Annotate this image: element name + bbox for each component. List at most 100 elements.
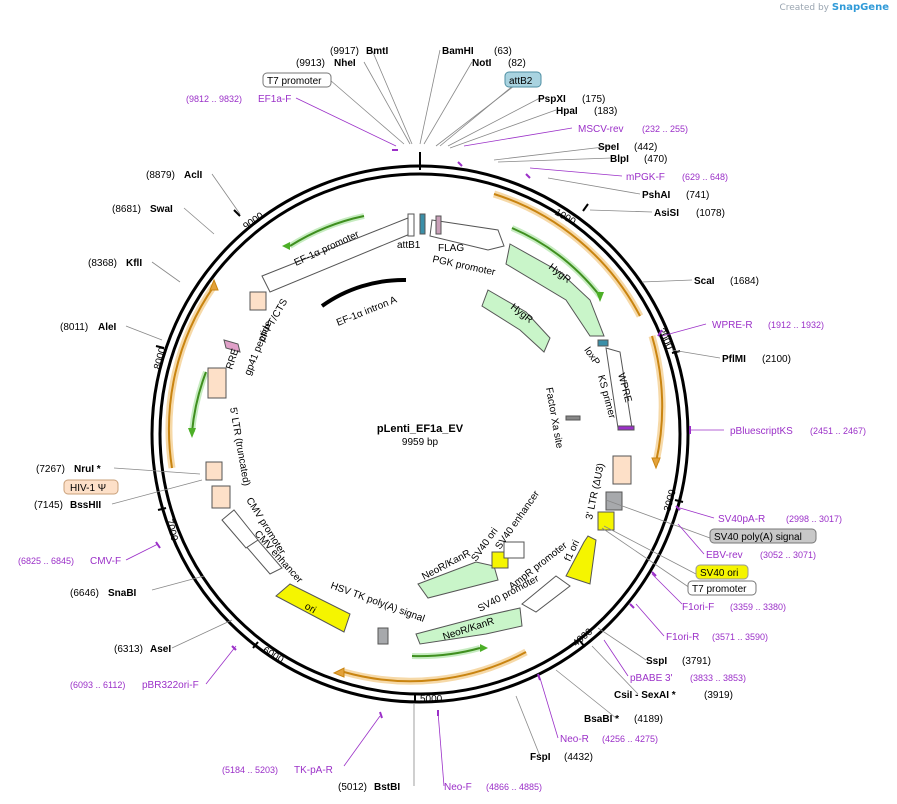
tick-marks — [155, 203, 684, 702]
arc-green-line-2 — [289, 215, 365, 247]
site-nhei-pos: (9913) — [296, 58, 325, 69]
site-pshai: PshAI — [642, 190, 671, 201]
site-alei-pos: (8011) — [60, 322, 88, 333]
site-hpai: HpaI — [556, 106, 578, 117]
label-ori: ori — [303, 601, 318, 616]
arc-arrowheads — [188, 242, 661, 678]
primer-neor: Neo-R — [560, 734, 589, 745]
primer-f1orir: F1ori-R — [666, 632, 699, 643]
site-sspi-pos: (3791) — [682, 656, 711, 667]
site-fspi: FspI — [530, 752, 551, 763]
primer-neor-range: (4256 .. 4275) — [602, 734, 658, 744]
feature-loxp — [597, 339, 609, 347]
primer-f1orif: F1ori-F — [682, 602, 714, 613]
plasmid-size: 9959 bp — [402, 437, 439, 448]
feature-hygr-2 — [481, 289, 551, 353]
feature-ori — [275, 583, 351, 633]
box-attb2 — [504, 71, 542, 88]
primer-wprer: WPRE-R — [712, 320, 753, 331]
tick-labels: 1000 2000 3000 4000 5000 6000 7000 8000 … — [152, 207, 678, 705]
site-bmti-pos: (9917) — [330, 46, 359, 57]
site-noti: NotI — [472, 58, 492, 69]
site-alei: AleI — [98, 322, 117, 333]
primer-pbr322: pBR322ori-F — [142, 680, 199, 691]
label-loxp: loxP — [582, 345, 602, 368]
feature-arcs — [165, 190, 666, 685]
primer-marks — [155, 149, 691, 719]
boxed-labels: T7 promoter attB2 SV40 poly(A) signal SV… — [63, 71, 817, 596]
arc-line-2 — [651, 335, 664, 463]
label-rre: RRE — [224, 347, 241, 371]
site-pshai-pos: (741) — [686, 190, 709, 201]
site-nrui-pos: (7267) — [36, 464, 65, 475]
primer-neof-range: (4866 .. 4885) — [486, 782, 542, 792]
primer-neof: Neo-F — [444, 782, 472, 793]
arc-line-1 — [493, 193, 641, 317]
primer-mscv-rev: MSCV-rev — [578, 124, 624, 135]
label-pgk-promoter: PGK promoter — [431, 254, 496, 278]
feature-f1ori — [565, 535, 597, 585]
feature-3ltr — [612, 455, 632, 485]
site-spei: SpeI — [598, 142, 619, 153]
feature-attb1 — [407, 213, 415, 237]
site-csii-sexai: CsiI - SexAI * — [614, 690, 676, 701]
ef1a-intron-arc — [320, 277, 407, 308]
feature-gp41 — [223, 339, 241, 353]
primer-sv40par: SV40pA-R — [718, 514, 765, 525]
primer-labels: (9812 .. 9832) EF1a-F MSCV-rev (232 .. 2… — [18, 94, 866, 793]
backbone-inner — [158, 172, 682, 696]
primer-wprer-range: (1912 .. 1932) — [768, 320, 824, 330]
leader-lines — [111, 49, 721, 786]
site-fspi-pos: (4432) — [564, 752, 593, 763]
primer-pbluescript: pBluescriptKS — [730, 426, 793, 437]
feature-5ltr — [205, 461, 223, 481]
primer-tkpar: TK-pA-R — [294, 765, 333, 776]
tick-7000: 7000 — [163, 518, 179, 543]
site-labels: (9917) BmtI (9913) NheI BamHI (63) NotI … — [34, 46, 791, 793]
primer-lines — [125, 97, 724, 787]
feature-neor-1 — [417, 561, 499, 599]
label-t7-bottom: T7 promoter — [692, 584, 747, 595]
site-asisi-pos: (1078) — [696, 208, 725, 219]
feature-sv40-enhancer — [503, 541, 525, 559]
site-noti-pos: (82) — [508, 58, 526, 69]
box-sv40pa — [709, 528, 817, 544]
site-bstbi-pos: (5012) — [338, 782, 367, 793]
site-asei: AseI — [150, 644, 171, 655]
primer-ebv-range: (3052 .. 3071) — [760, 550, 816, 560]
box-hiv-psi — [63, 479, 119, 495]
feature-factor-xa — [565, 415, 581, 421]
feature-ampr-promoter — [521, 575, 571, 613]
feature-attb2 — [419, 213, 426, 235]
label-t7-top: T7 promoter — [267, 76, 322, 87]
site-bsshii: BssHII — [70, 500, 101, 511]
feature-hiv-psi — [211, 485, 231, 509]
primer-ef1af: EF1a-F — [258, 94, 291, 105]
arc-green-line-1 — [511, 227, 601, 297]
primer-mpgkf-range: (629 .. 648) — [682, 172, 728, 182]
primer-sv40par-range: (2998 .. 3017) — [786, 514, 842, 524]
site-nhei: NheI — [334, 58, 356, 69]
credit-prefix: Created by — [779, 3, 829, 13]
site-asei-pos: (6313) — [114, 644, 143, 655]
plasmid-name: pLenti_EF1a_EV — [377, 423, 464, 435]
site-bsabi: BsaBI * — [584, 714, 619, 725]
site-pflmi: PflMI — [722, 354, 746, 365]
feature-flag-mark — [435, 215, 442, 235]
tick-5000: 5000 — [420, 694, 443, 705]
label-sv40pa-box: SV40 poly(A) signal — [714, 532, 802, 543]
site-bstbi: BstBI — [374, 782, 400, 793]
box-t7-bottom — [687, 580, 757, 596]
feature-blocks — [205, 213, 635, 645]
label-factor-xa: Factor Xa site — [543, 387, 565, 450]
label-ef1a-intron: EF-1α intron A — [335, 294, 399, 328]
site-hpai-pos: (183) — [594, 106, 617, 117]
label-hiv-psi: HIV-1 Ψ — [70, 483, 106, 494]
site-acli: AclI — [184, 170, 203, 181]
arc-line-4 — [167, 285, 215, 469]
primer-f1orif-range: (3359 .. 3380) — [730, 602, 786, 612]
snapgene-logo: SnapGene — [831, 2, 889, 13]
primer-tkpar-range: (5184 .. 5203) — [222, 765, 278, 775]
site-sspi: SspI — [646, 656, 667, 667]
